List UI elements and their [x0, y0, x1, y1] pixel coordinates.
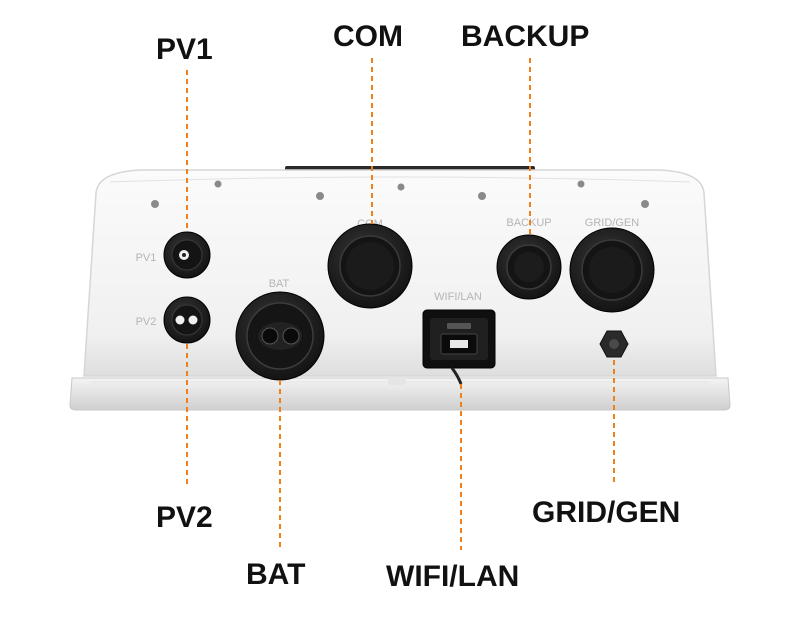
com-connector [327, 223, 413, 309]
callout-wifi-lan: WIFI/LAN [386, 560, 520, 593]
panel-label-wifi-lan: WIFI/LAN [434, 291, 482, 303]
callout-pv2: PV2 [156, 501, 213, 534]
callout-grid-gen: GRID/GEN [532, 496, 681, 529]
screw-dots [151, 180, 649, 208]
panel-label-grid-gen: GRID/GEN [585, 217, 639, 229]
panel-label-bat: BAT [269, 278, 290, 290]
bat-connector [235, 291, 325, 381]
panel-label-pv2: PV2 [136, 316, 157, 328]
callout-pv1: PV1 [156, 33, 213, 66]
pv2-connector [163, 296, 211, 344]
panel-label-pv1: PV1 [136, 252, 157, 264]
callout-com: COM [333, 20, 403, 53]
ground-nut [599, 330, 629, 358]
backup-connector [496, 234, 562, 300]
callout-backup: BACKUP [461, 20, 590, 53]
wifi-lan-port [422, 309, 496, 385]
leader-lines [186, 58, 615, 550]
grid-gen-connector [569, 227, 655, 313]
pv1-connector [163, 231, 211, 279]
callout-bat: BAT [246, 558, 306, 591]
